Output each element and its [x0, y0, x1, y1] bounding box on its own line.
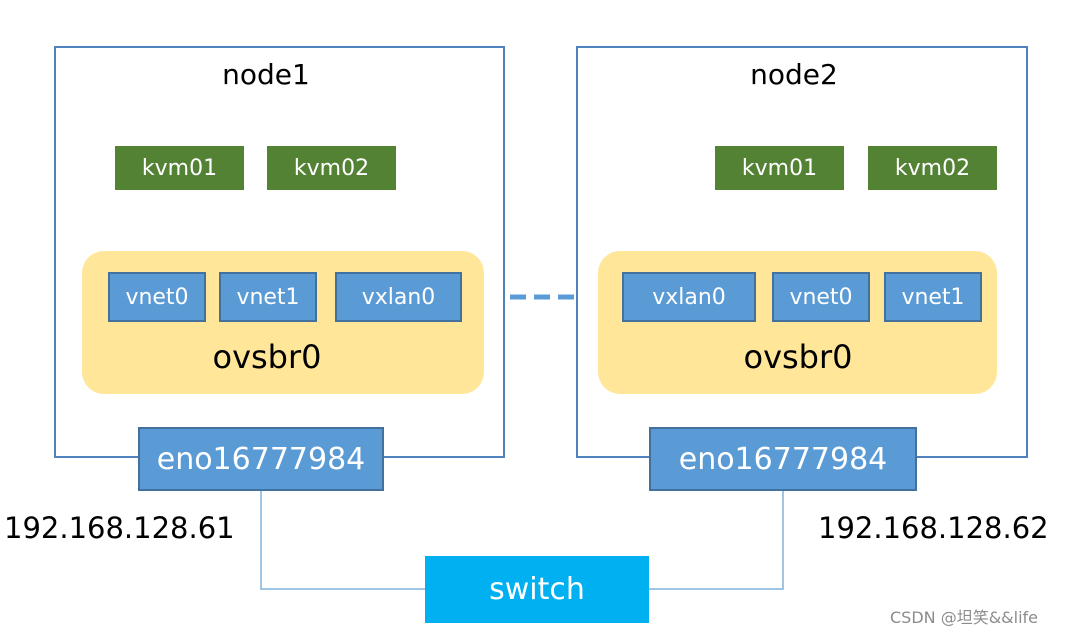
node1-port-vnet0[interactable]: vnet0: [108, 272, 206, 322]
node1-vm-kvm02[interactable]: kvm02: [267, 146, 396, 190]
node1-ip: 192.168.128.61: [4, 511, 235, 545]
node1-title: node1: [222, 58, 310, 91]
node2-port-vxlan0[interactable]: vxlan0: [622, 272, 756, 322]
node1-port-vxlan0[interactable]: vxlan0: [335, 272, 462, 322]
node2-vm-kvm01[interactable]: kvm01: [715, 146, 844, 190]
node1-port-vnet1[interactable]: vnet1: [219, 272, 317, 322]
link-nic1-switch: [260, 490, 425, 590]
node1-bridge-label: ovsbr0: [212, 338, 322, 376]
node2-nic[interactable]: eno16777984: [649, 427, 917, 491]
node2-port-vnet0[interactable]: vnet0: [772, 272, 870, 322]
node1-vm-kvm01[interactable]: kvm01: [115, 146, 244, 190]
switch[interactable]: switch: [425, 556, 649, 623]
node2-bridge-label: ovsbr0: [743, 338, 853, 376]
node2-vm-kvm02[interactable]: kvm02: [868, 146, 997, 190]
watermark: CSDN @坦笑&&life: [890, 608, 1039, 627]
link-nic2-switch: [649, 490, 784, 590]
node2-ip: 192.168.128.62: [818, 511, 1049, 545]
node2-port-vnet1[interactable]: vnet1: [884, 272, 982, 322]
node1-nic[interactable]: eno16777984: [138, 427, 384, 491]
node2-title: node2: [750, 58, 838, 91]
